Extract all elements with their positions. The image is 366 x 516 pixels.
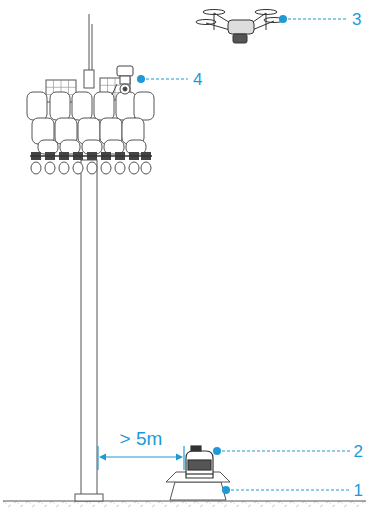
ground-line bbox=[3, 500, 366, 501]
drone bbox=[196, 10, 284, 44]
camera bbox=[112, 66, 133, 95]
callout-number: 1 bbox=[354, 482, 363, 499]
dimension bbox=[98, 446, 184, 470]
callout-number: 2 bbox=[354, 443, 363, 460]
floodlight-cluster bbox=[27, 70, 154, 174]
light-pole bbox=[75, 14, 103, 501]
ground-hatch bbox=[3, 501, 366, 511]
callout-number: 4 bbox=[193, 71, 202, 88]
dimension-label: > 5m bbox=[118, 429, 165, 448]
dock bbox=[186, 446, 213, 478]
callout-leaders bbox=[137, 15, 350, 494]
callout-number: 3 bbox=[352, 11, 361, 28]
